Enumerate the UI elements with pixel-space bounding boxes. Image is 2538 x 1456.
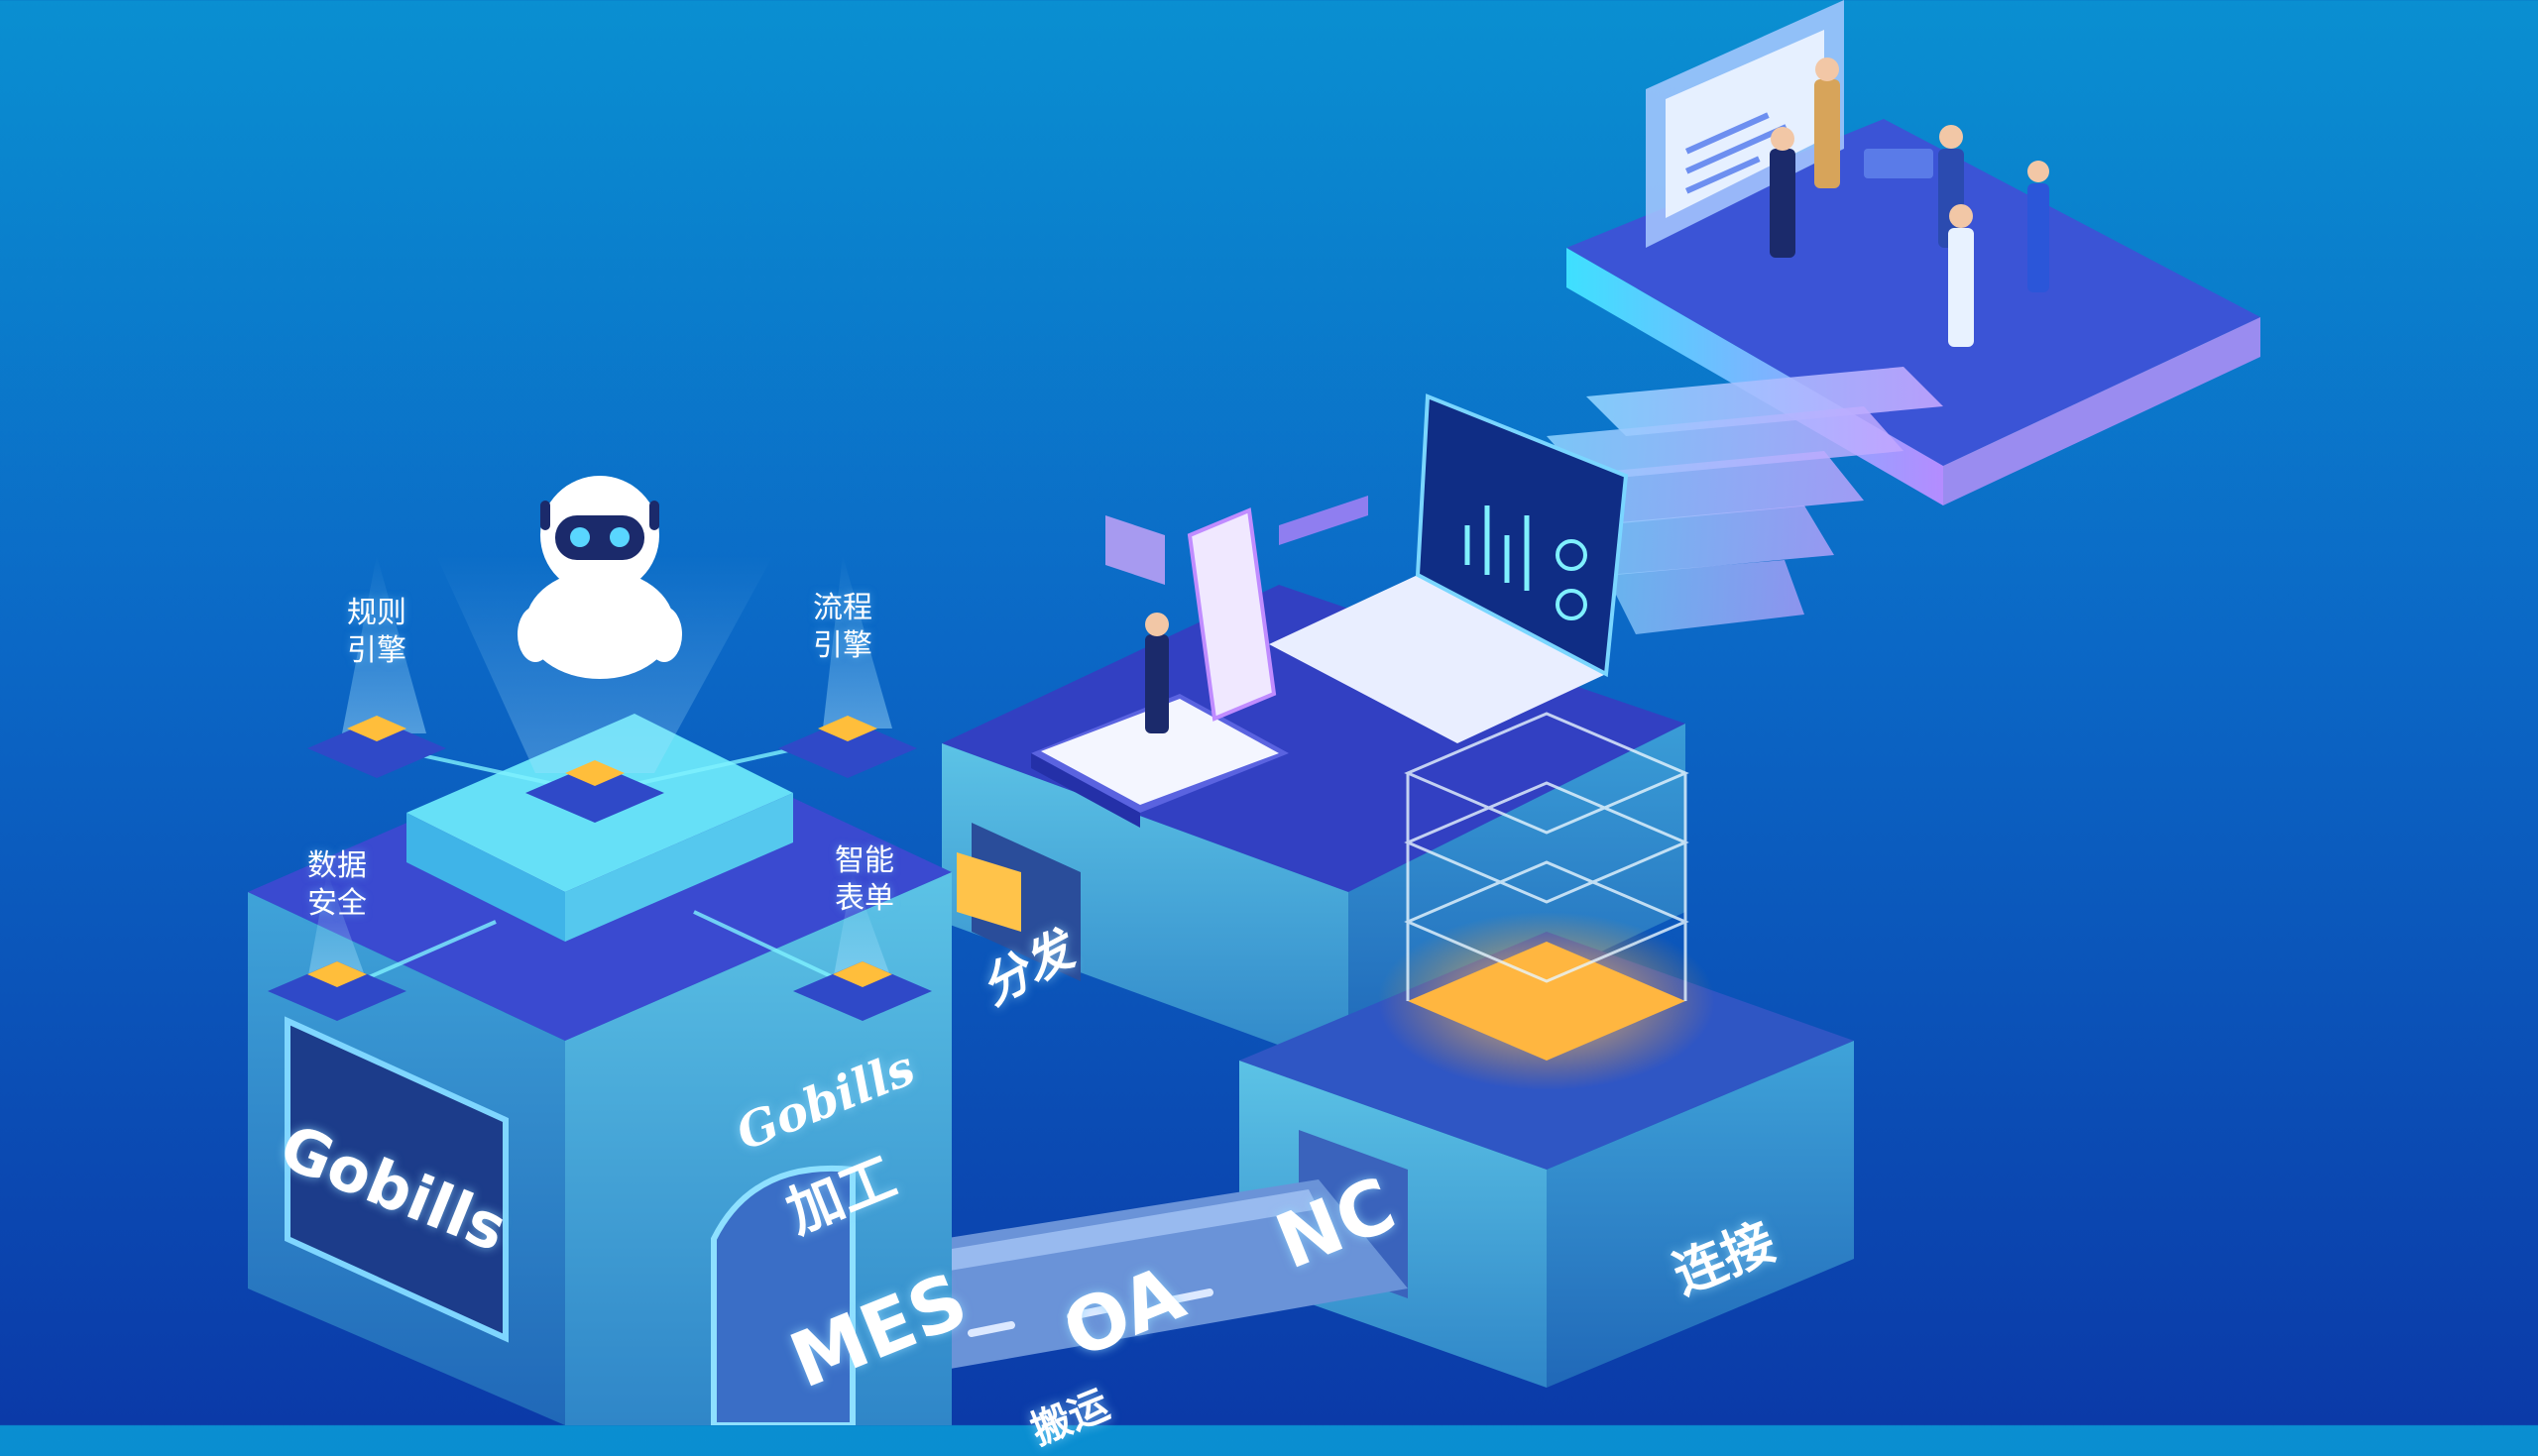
distribution-block: [942, 393, 1685, 1070]
meeting-platform: [1566, 0, 2260, 505]
chip-icon: [793, 961, 932, 1021]
rule-engine-label: 规则 引擎: [347, 596, 406, 668]
chip-icon: [307, 716, 446, 778]
data-security-label: 数据 安全: [307, 848, 367, 921]
people-group-icon: [1770, 57, 2049, 347]
chip-icon: [778, 716, 917, 778]
process-engine-label: 流程 引擎: [813, 591, 872, 663]
person-icon: [1145, 634, 1169, 733]
isometric-scene: [248, 0, 2260, 1425]
chip-icon: [525, 760, 664, 823]
chip-icon: [268, 961, 406, 1021]
smart-form-label: 智能 表单: [835, 843, 894, 916]
robot-icon: [518, 476, 682, 679]
stairs: [1507, 367, 1943, 634]
